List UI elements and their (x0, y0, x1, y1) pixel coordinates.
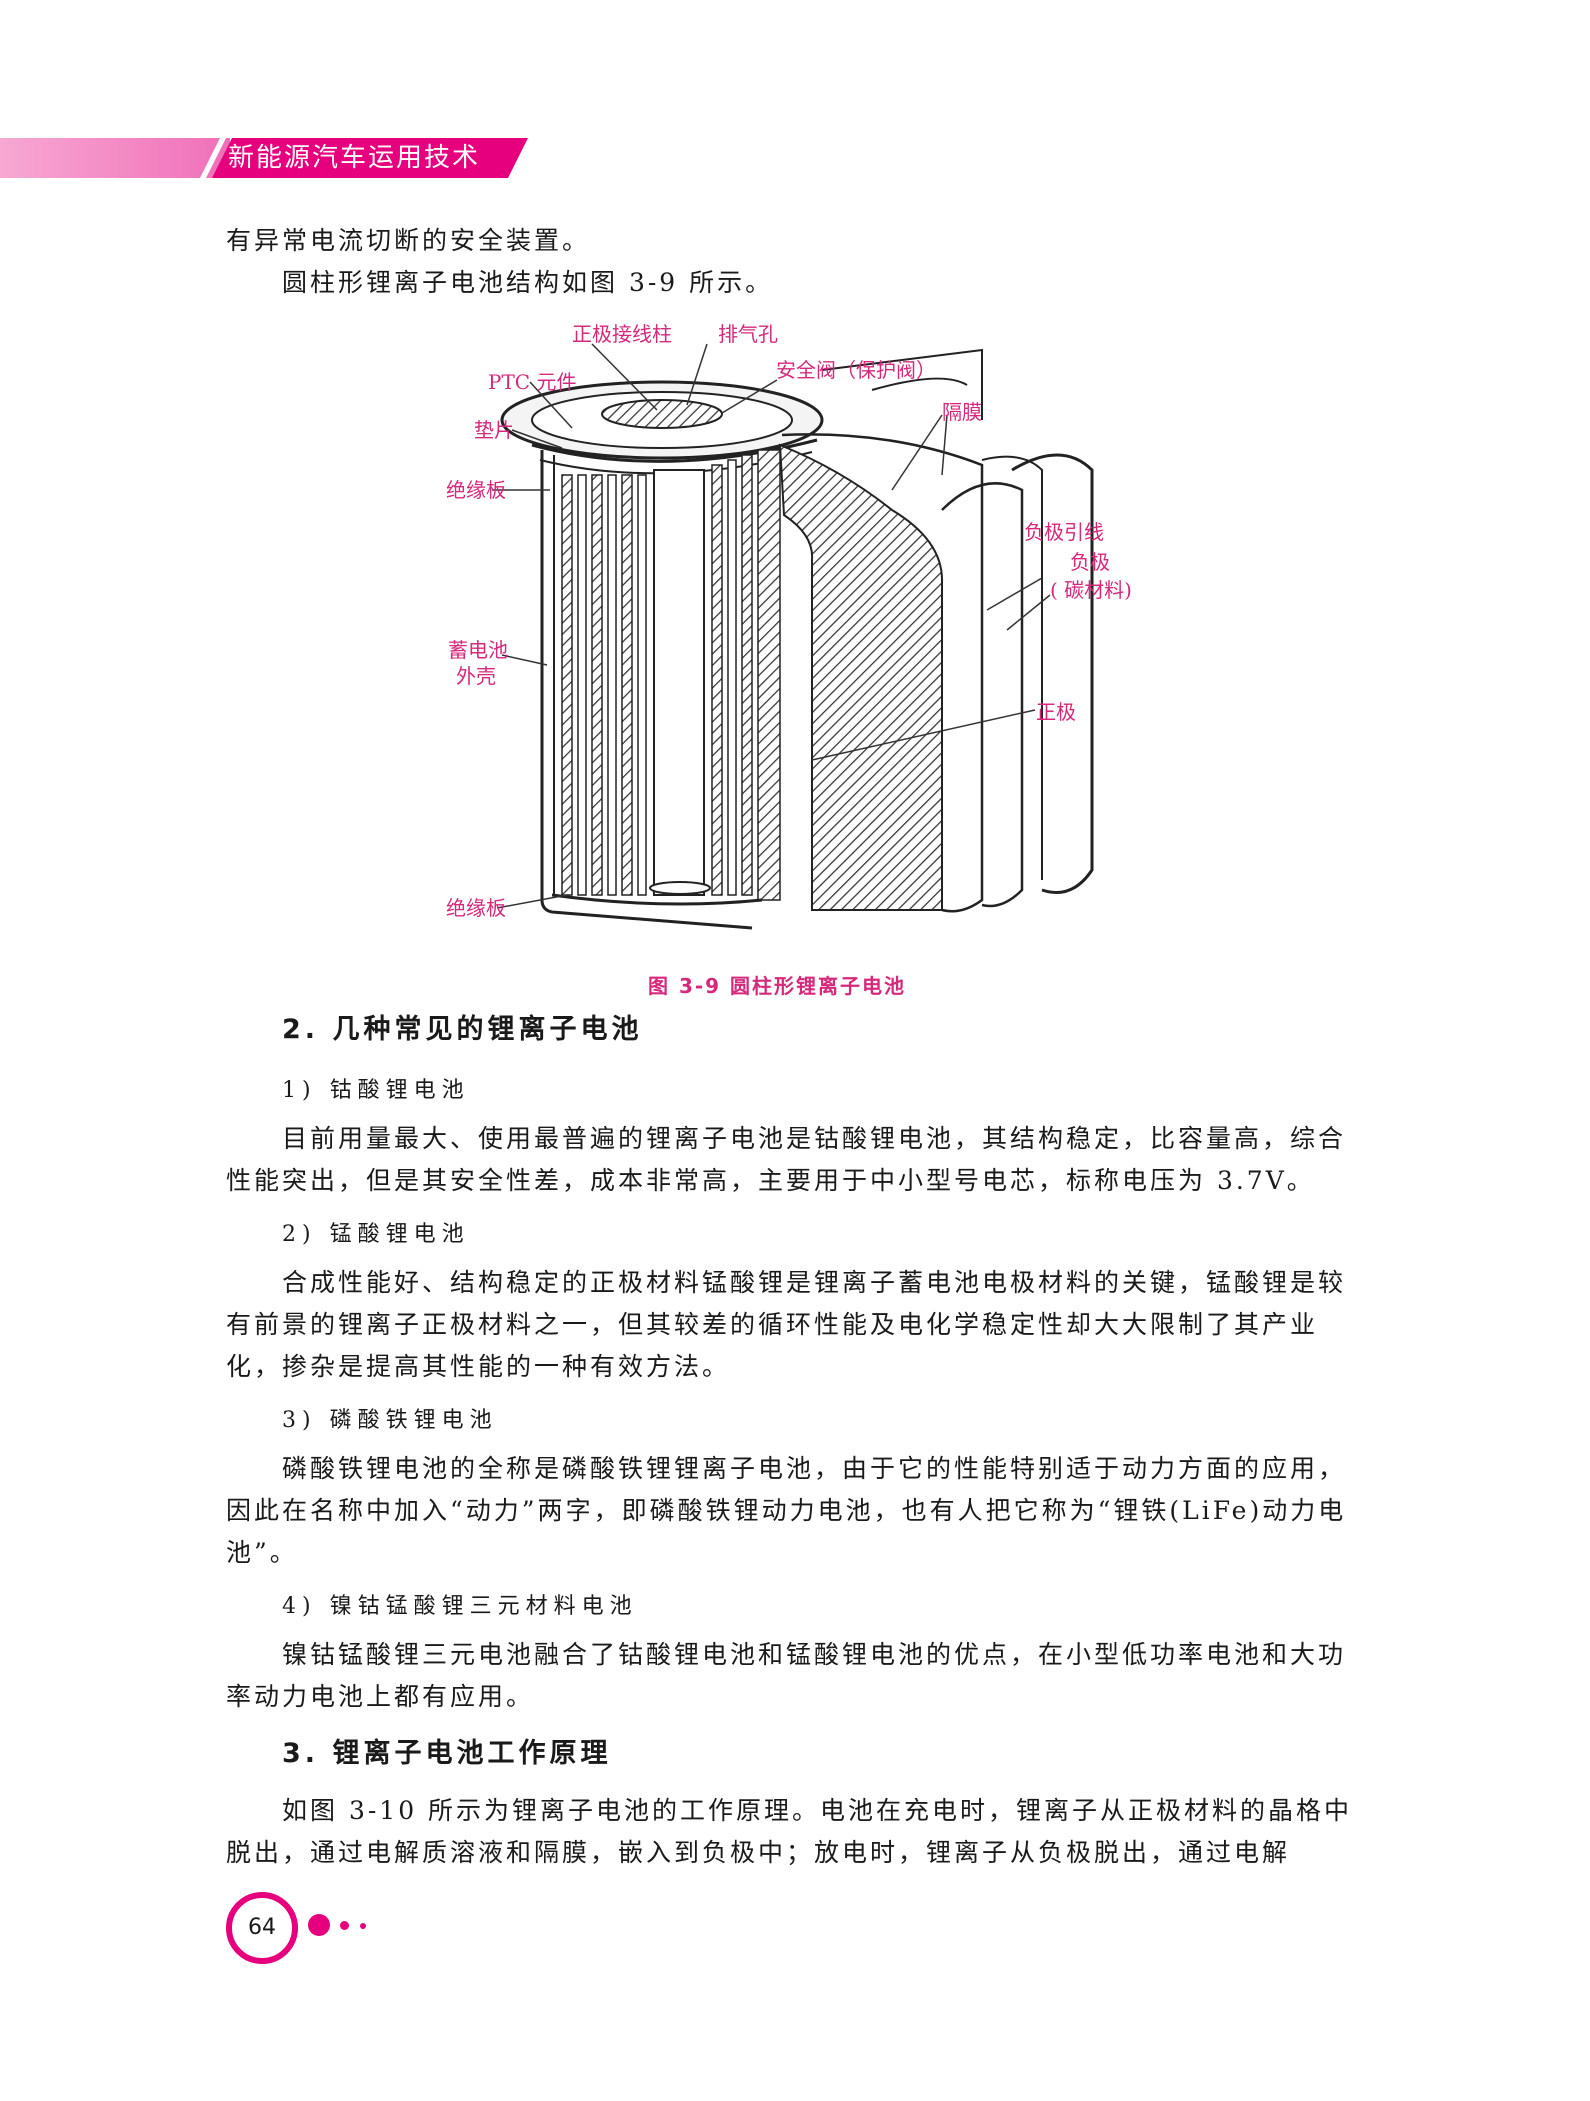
paragraph-figure-intro: 圆柱形锂离子电池结构如图 3-9 所示。 (282, 268, 774, 297)
paragraph-lmo: 合成性能好、结构稳定的正极材料锰酸锂是锂离子蓄电池电极材料的关键，锰酸锂是较有前… (226, 1268, 1347, 1381)
label-vent-hole: 排气孔 (718, 322, 778, 346)
battery-cutaway-figure: 正极接线柱 排气孔 安全阀（保护阀） PTC 元件 垫片 隔膜 绝缘板 负极引线… (422, 310, 1160, 942)
header-band (0, 138, 540, 178)
page-number-circle (226, 1892, 298, 1964)
label-negative-lead: 负极引线 (1024, 520, 1104, 544)
section-title-common-batteries: 2. 几种常见的锂离子电池 (282, 1014, 643, 1045)
subsection-lco: 1) 钴酸锂电池 (282, 1078, 470, 1103)
label-separator: 隔膜 (942, 400, 982, 424)
paragraph-lco: 目前用量最大、使用最普遍的锂离子电池是钴酸锂电池，其结构稳定，比容量高，综合性能… (226, 1124, 1347, 1195)
label-insulator-top: 绝缘板 (446, 478, 506, 502)
label-gasket: 垫片 (474, 418, 514, 442)
label-positive-terminal: 正极接线柱 (572, 322, 672, 346)
page-number: 64 (248, 1915, 276, 1940)
label-negative-electrode: 负极 (1070, 550, 1110, 574)
paragraph-lfp: 磷酸铁锂电池的全称是磷酸铁锂锂离子电池，由于它的性能特别适于动力方面的应用，因此… (226, 1454, 1347, 1567)
subsection-lfp: 3) 磷酸铁锂电池 (282, 1408, 498, 1433)
label-battery-case-line2: 外壳 (456, 664, 496, 688)
section-title-working-principle: 3. 锂离子电池工作原理 (282, 1738, 612, 1769)
label-ptc-element: PTC 元件 (488, 370, 577, 394)
header-title: 新能源汽车运用技术 (228, 143, 481, 173)
label-safety-valve: 安全阀（保护阀） (776, 358, 936, 382)
leader-lines (492, 343, 1051, 909)
subsection-ncm: 4) 镍钴锰酸锂三元材料电池 (282, 1594, 638, 1619)
label-battery-case-line1: 蓄电池 (448, 638, 508, 662)
left-electrode-plates (561, 474, 647, 896)
label-positive-electrode: 正极 (1036, 700, 1076, 724)
paragraph-continuation: 有异常电流切断的安全装置。 (226, 226, 591, 255)
label-insulator-bottom: 绝缘板 (446, 896, 506, 920)
right-electrode-plates (711, 449, 781, 901)
paragraph-ncm: 镍钴锰酸锂三元电池融合了钴酸锂电池和锰酸锂电池的优点，在小型低功率电池和大功率动… (226, 1640, 1347, 1711)
paragraph-working-principle: 如图 3-10 所示为锂离子电池的工作原理。电池在充电时，锂离子从正极材料的晶格… (226, 1796, 1353, 1867)
header-band-shape (0, 138, 528, 178)
page-dot-medium (340, 1921, 349, 1930)
figure-caption: 图 3-9 圆柱形锂离子电池 (648, 974, 907, 998)
page-number-marker: 64 (226, 1892, 386, 1968)
page-dot-large (308, 1914, 330, 1936)
page-dot-small (360, 1923, 366, 1929)
label-negative-electrode-material: ( 碳材料) (1050, 578, 1132, 602)
subsection-lmo: 2) 锰酸锂电池 (282, 1222, 470, 1247)
cylindrical-battery-diagram (492, 343, 1094, 930)
